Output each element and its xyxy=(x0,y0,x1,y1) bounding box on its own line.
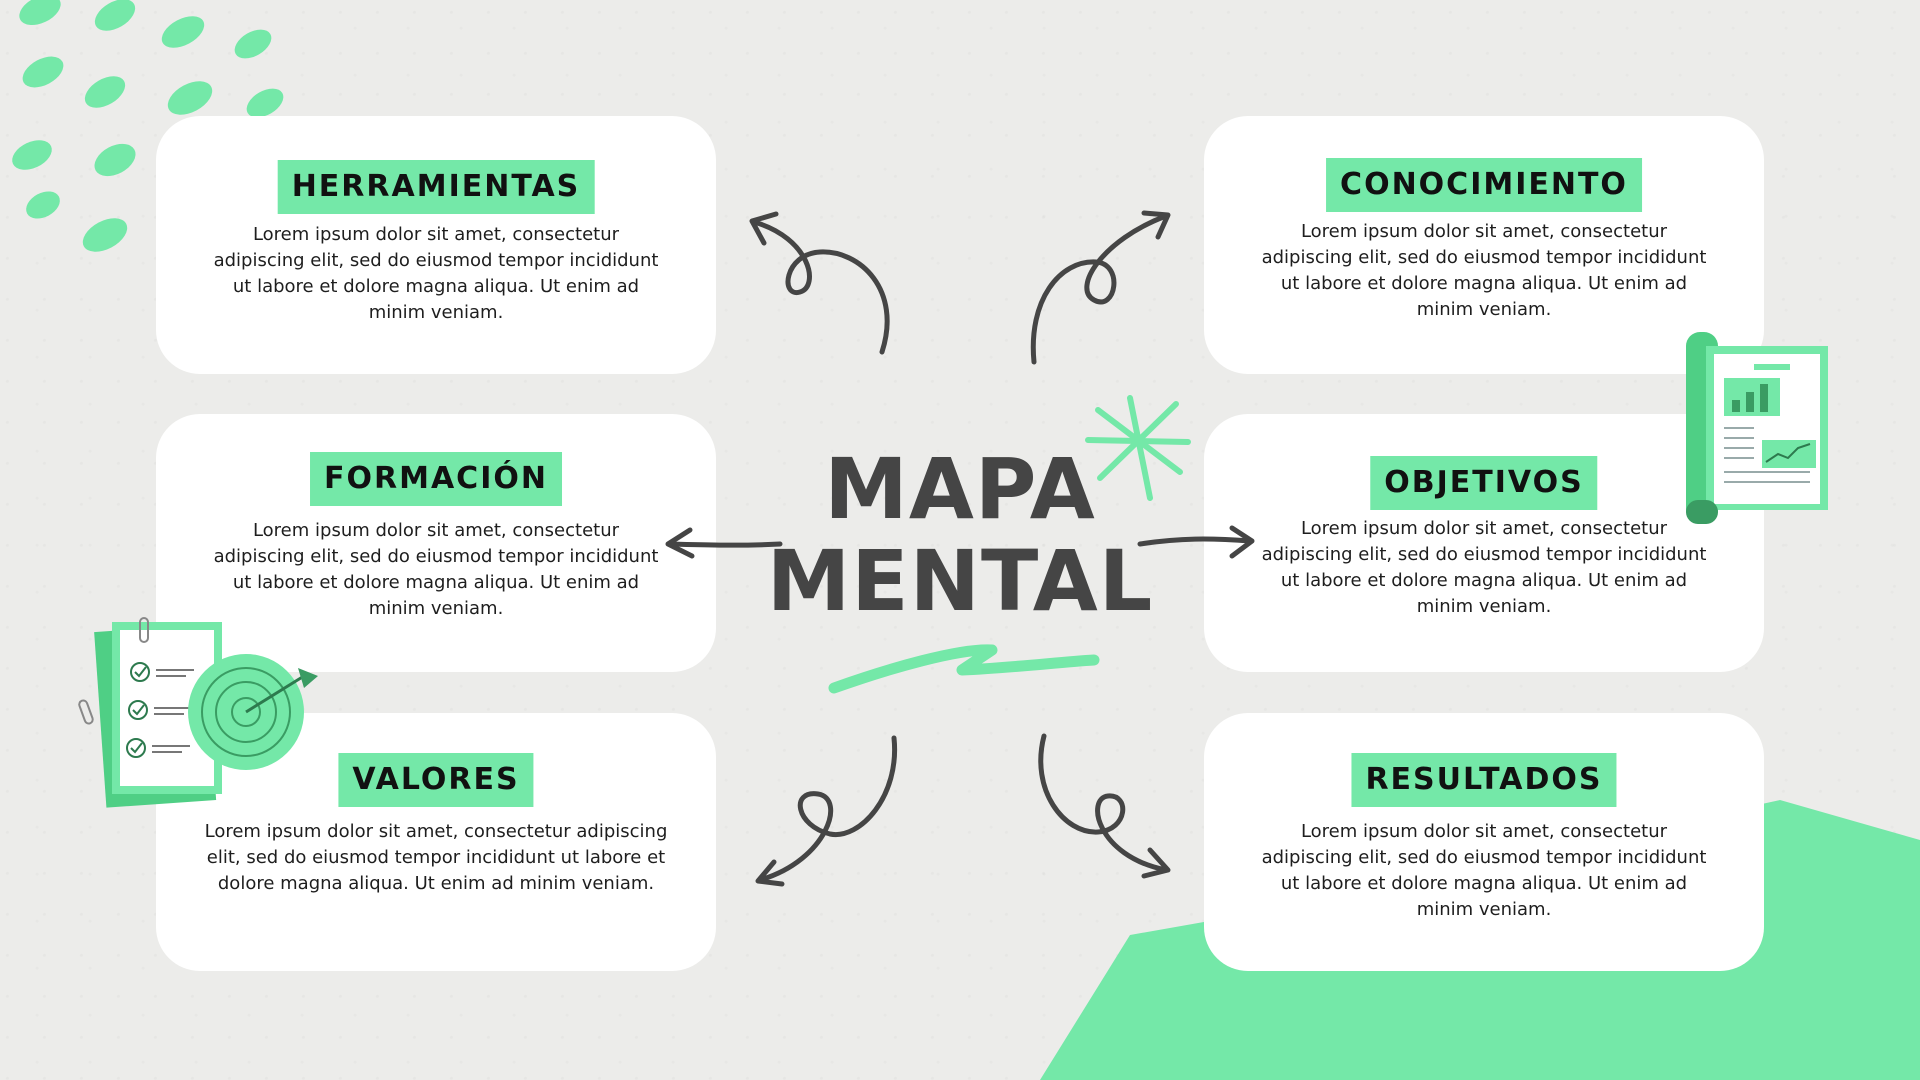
arrow-left-icon xyxy=(667,541,783,548)
curly-arrow-icon xyxy=(749,211,779,246)
curly-arrow-icon xyxy=(757,735,898,883)
target-checklist-icon xyxy=(78,617,318,808)
node-card-conocimiento: CONOCIMIENTO Lorem ipsum dolor sit amet,… xyxy=(1204,116,1764,374)
report-document-icon xyxy=(1686,332,1828,524)
curly-arrow-icon xyxy=(1030,213,1169,365)
node-text: Lorem ipsum dolor sit amet, consectetur … xyxy=(1261,518,1707,617)
node-heading: HERRAMIENTAS xyxy=(277,160,595,214)
node-heading: CONOCIMIENTO xyxy=(1326,158,1642,212)
sparkle-icon xyxy=(1085,395,1191,501)
node-text: Lorem ipsum dolor sit amet, consectetur … xyxy=(1261,221,1707,320)
arrow-left-icon xyxy=(665,527,695,559)
arrow-right-icon xyxy=(1137,536,1253,547)
arrow-right-icon xyxy=(1229,525,1255,559)
node-heading: OBJETIVOS xyxy=(1370,456,1598,510)
node-heading: FORMACIÓN xyxy=(310,452,562,506)
node-heading: RESULTADOS xyxy=(1351,753,1617,807)
node-card-resultados: RESULTADOS Lorem ipsum dolor sit amet, c… xyxy=(1204,713,1764,971)
node-text: Lorem ipsum dolor sit amet, consectetur … xyxy=(213,520,659,619)
node-text: Lorem ipsum dolor sit amet, consectetur … xyxy=(204,821,668,894)
swoosh-underline xyxy=(828,644,1100,694)
node-card-objetivos: OBJETIVOS Lorem ipsum dolor sit amet, co… xyxy=(1204,414,1764,672)
curly-arrow-icon xyxy=(755,859,785,887)
brush-dots-decoration xyxy=(12,0,284,252)
node-text: Lorem ipsum dolor sit amet, consectetur … xyxy=(1261,821,1707,920)
node-heading: VALORES xyxy=(338,753,534,807)
curly-arrow-icon xyxy=(1141,847,1171,879)
curly-arrow-icon xyxy=(1141,210,1171,240)
center-title-line1: MAPA xyxy=(824,440,1096,538)
center-title-line2: MENTAL xyxy=(766,532,1154,630)
curly-arrow-icon xyxy=(1038,733,1169,873)
node-card-herramientas: HERRAMIENTAS Lorem ipsum dolor sit amet,… xyxy=(156,116,716,374)
node-text: Lorem ipsum dolor sit amet, consectetur … xyxy=(213,224,659,323)
curly-arrow-icon xyxy=(751,219,890,355)
node-card-formacion: FORMACIÓN Lorem ipsum dolor sit amet, co… xyxy=(156,414,716,672)
